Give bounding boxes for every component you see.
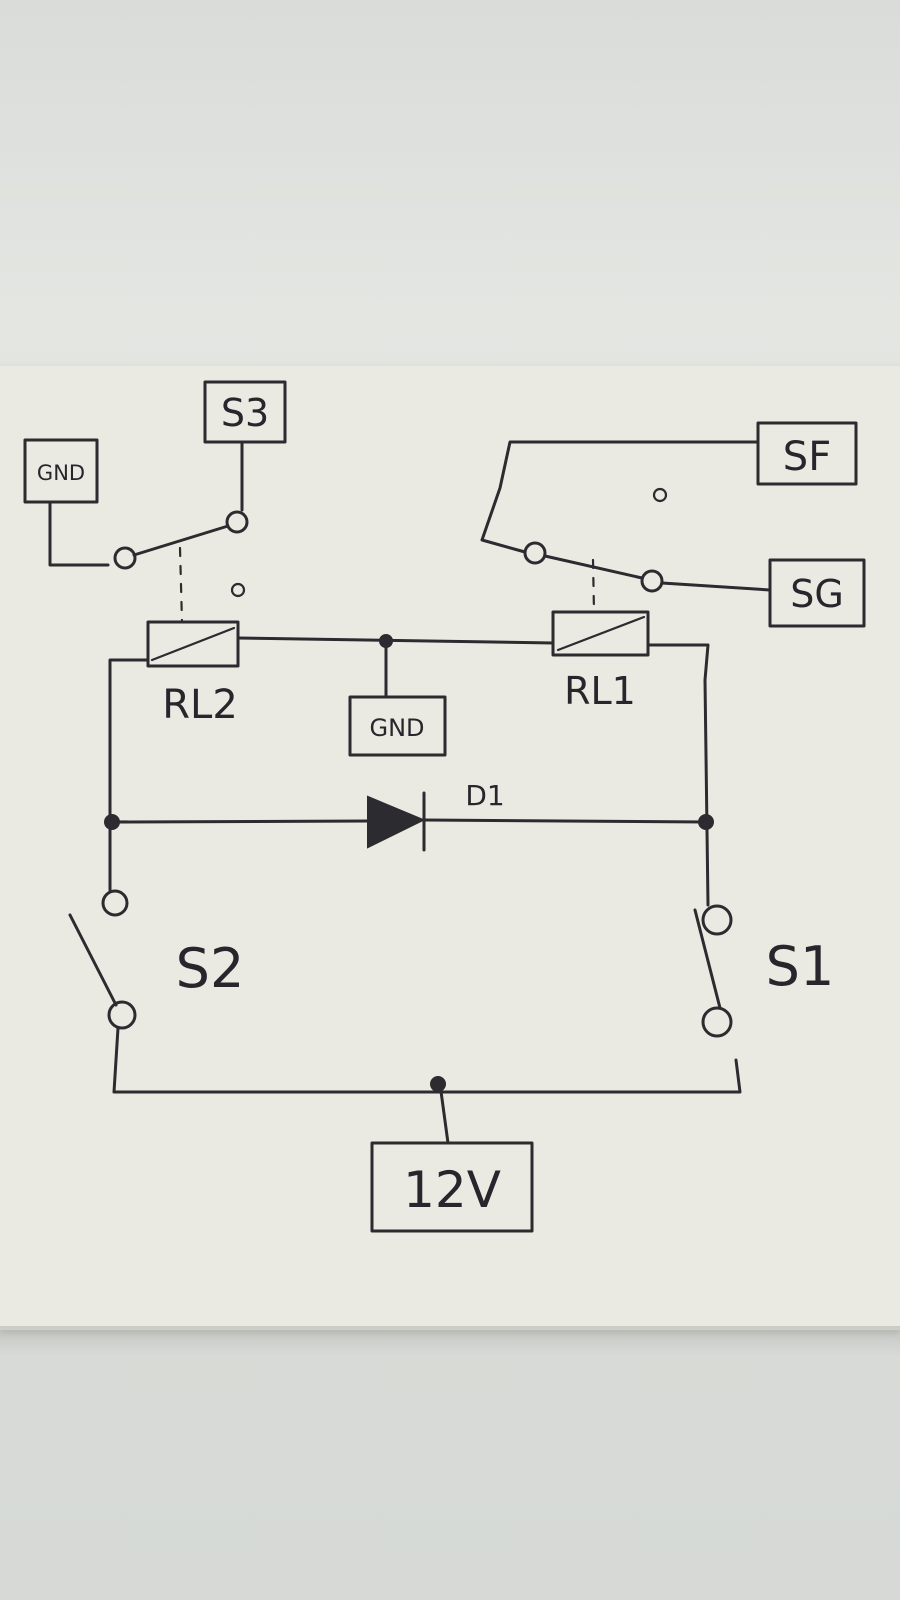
diode-d1-triangle — [367, 795, 426, 849]
rl2-mechanical-link — [178, 546, 184, 624]
s2-lever — [68, 913, 118, 1007]
rl1-contact-no — [640, 569, 664, 593]
s1-contact-bottom — [701, 1006, 733, 1038]
gnd-mid-box — [348, 695, 447, 757]
rl1-mechanical-link — [591, 558, 596, 614]
s1-label: S1 — [766, 935, 835, 998]
wire-sg — [660, 581, 772, 592]
s3-box — [203, 380, 287, 444]
rl2-contact-common — [113, 546, 137, 570]
wire-diode-left — [110, 819, 370, 824]
gnd-left-box — [23, 438, 99, 504]
rl2-switch-blade — [132, 524, 230, 557]
wire-sf — [480, 440, 760, 554]
rl1-coil — [551, 610, 650, 657]
v12-box — [370, 1141, 534, 1233]
rl2-contact-no — [225, 510, 249, 534]
paper-shadow — [0, 1326, 900, 1356]
gnd-left-label: GND — [37, 461, 85, 485]
sg-label: SG — [790, 572, 844, 616]
s2-label: S2 — [176, 937, 245, 1000]
wire-right-rail — [646, 643, 710, 907]
d1-label: D1 — [465, 779, 504, 812]
s2-contact-bottom — [107, 1000, 137, 1030]
rl2-coil-diagonal — [150, 626, 236, 662]
wire-diode-right — [422, 818, 708, 824]
rl2-contact-nc — [230, 582, 246, 598]
rl1-coil-diagonal — [556, 615, 646, 652]
s2-contact-top — [101, 889, 129, 917]
sg-box — [768, 558, 866, 628]
sf-box — [756, 421, 858, 486]
wire-supply — [438, 1082, 450, 1145]
junction-supply — [430, 1076, 446, 1092]
wire-coil-common — [236, 636, 555, 645]
wire-gnd-left — [48, 501, 110, 567]
paper-sheet — [0, 366, 900, 1330]
v12-label: 12V — [403, 1161, 501, 1219]
rl2-coil — [146, 620, 240, 668]
rl2-label: RL2 — [162, 682, 238, 728]
s1-contact-top — [701, 904, 733, 936]
sf-label: SF — [783, 434, 831, 480]
gnd-mid-label: GND — [369, 714, 424, 742]
rl1-label: RL1 — [564, 669, 636, 713]
rl1-contact-common — [523, 541, 547, 565]
s1-lever — [693, 908, 722, 1010]
rl1-contact-nc — [652, 487, 668, 503]
wire-left-rail — [108, 658, 150, 892]
s3-label: S3 — [221, 391, 269, 435]
wire-bottom — [112, 1026, 742, 1094]
